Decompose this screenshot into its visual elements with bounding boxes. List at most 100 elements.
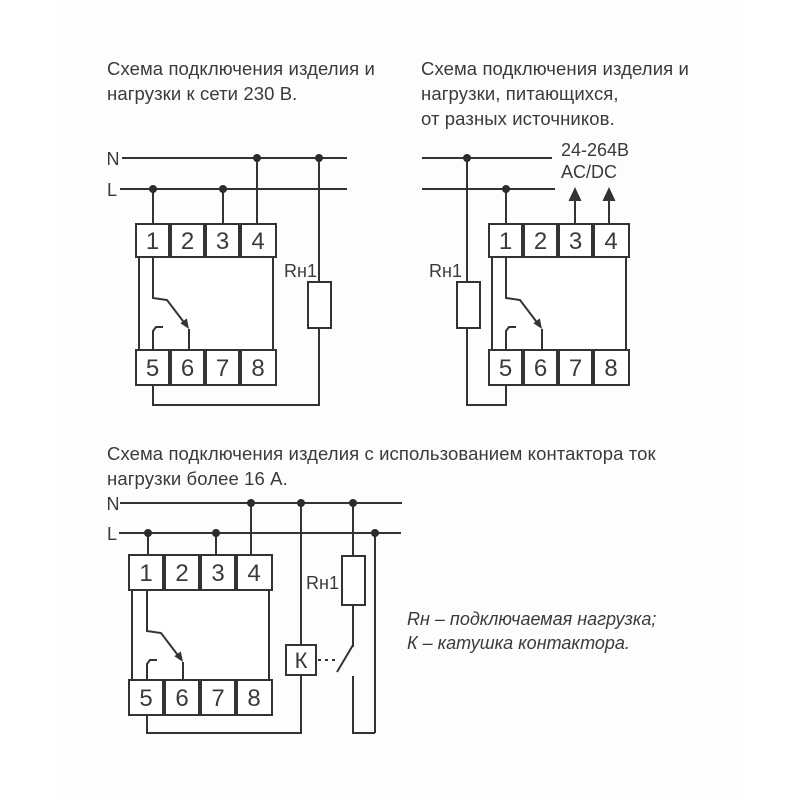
- junction-dot: [502, 185, 510, 193]
- bus-label-n: N: [107, 149, 120, 169]
- diagram3-title-line1: Схема подключения изделия с использовани…: [107, 443, 656, 464]
- diagram1-title-line1: Схема подключения изделия и: [107, 58, 375, 79]
- terminal-label: 6: [175, 685, 188, 712]
- terminal-cell: [523, 349, 558, 386]
- terminal-cell: [200, 679, 236, 716]
- diagram2-schematic: 1 2 3 4 5 6 7 8: [422, 154, 630, 406]
- terminal-cell: [205, 223, 240, 258]
- terminal-label: 5: [139, 685, 152, 712]
- contactor-coil-label: К: [295, 648, 308, 673]
- supply-voltage-line1: 24-264В: [561, 140, 630, 160]
- terminal-cell: [205, 349, 240, 386]
- supply-voltage-label: 24-264В AC/DC: [561, 139, 629, 183]
- bus-label-l: L: [107, 180, 117, 200]
- junction-dot: [297, 499, 305, 507]
- diagram1-schematic: N L 1 2 3 4: [107, 149, 347, 406]
- terminal-label: 5: [499, 355, 512, 382]
- terminal-label: 8: [247, 685, 260, 712]
- diagram2-title-line3: от разных источников.: [421, 108, 615, 129]
- junction-dot: [315, 154, 323, 162]
- terminal-label: 2: [181, 228, 194, 255]
- terminal-label: 1: [146, 228, 159, 255]
- diagram3-junction-dots: [144, 499, 379, 537]
- legend: Rн – подключаемая нагрузка; К – катушка …: [407, 607, 656, 655]
- diagram1-bus-wires: [120, 157, 347, 406]
- terminal-cell: [135, 349, 170, 386]
- terminal-label: 1: [499, 228, 512, 255]
- arrow-up-icon: [568, 187, 582, 201]
- terminal-row-bottom: 5 6 7 8: [488, 349, 630, 386]
- load-resistor: [341, 555, 366, 606]
- junction-dot: [212, 529, 220, 537]
- terminal-cell: [164, 679, 200, 716]
- diagram1-title-line2: нагрузки к сети 230 В.: [107, 83, 298, 104]
- load-label: Rн1: [284, 261, 317, 281]
- terminal-label: 4: [247, 560, 260, 587]
- terminal-row-top: 1 2 3 4: [135, 223, 277, 258]
- diagram2-device: 1 2 3 4 5 6 7 8: [488, 223, 630, 386]
- diagram2-bus-wires: [422, 157, 555, 406]
- bus-label-n: N: [107, 494, 120, 514]
- diagram2-title: Схема подключения изделия и нагрузки, пи…: [421, 56, 731, 131]
- diagram1-junction-dots: [149, 154, 323, 193]
- load-label: Rн1: [306, 573, 339, 593]
- supply-arrows: [568, 187, 616, 224]
- bus-label-l: L: [107, 524, 117, 544]
- diagram2-title-line2: нагрузки, питающихся,: [421, 83, 619, 104]
- terminal-cell: [240, 349, 277, 386]
- junction-dot: [349, 499, 357, 507]
- contactor-coil: К: [285, 644, 317, 676]
- terminal-label: 8: [604, 355, 617, 382]
- diagram3-title-line2: нагрузки более 16 А.: [107, 468, 288, 489]
- terminal-cell: [200, 554, 236, 591]
- terminal-label: 3: [216, 228, 229, 255]
- legend-line1: Rн – подключаемая нагрузка;: [407, 609, 657, 629]
- terminal-label: 4: [604, 228, 617, 255]
- terminal-cell: [558, 349, 593, 386]
- junction-dot: [253, 154, 261, 162]
- terminal-cell: [558, 223, 593, 258]
- device-body: [491, 256, 627, 351]
- terminal-cell: [170, 223, 205, 258]
- terminal-label: 6: [534, 355, 547, 382]
- terminal-cell: [240, 223, 277, 258]
- diagram3-device: 1 2 3 4 5 6 7 8: [128, 554, 273, 716]
- terminal-cell: [488, 349, 523, 386]
- terminal-cell: [170, 349, 205, 386]
- terminal-label: 7: [216, 355, 229, 382]
- diagram1-device: 1 2 3 4 5 6 7 8: [135, 223, 277, 386]
- junction-dot: [247, 499, 255, 507]
- terminal-cell: [593, 223, 630, 258]
- arrow-up-icon: [602, 187, 616, 201]
- supply-voltage-line2: AC/DC: [561, 162, 618, 182]
- relay-contact: [152, 257, 190, 350]
- load-resistor: [456, 281, 481, 329]
- terminal-row-top: 1 2 3 4: [128, 554, 273, 591]
- junction-dot: [149, 185, 157, 193]
- terminal-label: 3: [211, 560, 224, 587]
- terminal-cell: [593, 349, 630, 386]
- terminal-label: 2: [175, 560, 188, 587]
- load-resistor: [307, 281, 332, 329]
- diagram2-junction-dots: [463, 154, 510, 193]
- diagram1-title: Схема подключения изделия и нагрузки к с…: [107, 56, 407, 106]
- terminal-label: 7: [569, 355, 582, 382]
- diagram3-schematic: N L 1 2 3 4: [107, 494, 402, 734]
- relay-contact: [505, 257, 543, 350]
- terminal-label: 2: [534, 228, 547, 255]
- terminal-cell: [135, 223, 170, 258]
- load-label: Rн1: [429, 261, 462, 281]
- terminal-label: 7: [211, 685, 224, 712]
- terminal-label: 5: [146, 355, 159, 382]
- terminal-label: 6: [181, 355, 194, 382]
- diagram3-title: Схема подключения изделия с использовани…: [107, 441, 747, 491]
- junction-dot: [371, 529, 379, 537]
- device-body: [131, 589, 270, 681]
- terminal-cell: [164, 554, 200, 591]
- terminal-row-bottom: 5 6 7 8: [135, 349, 277, 386]
- terminal-label: 8: [251, 355, 264, 382]
- terminal-cell: [236, 679, 273, 716]
- terminal-label: 4: [251, 228, 264, 255]
